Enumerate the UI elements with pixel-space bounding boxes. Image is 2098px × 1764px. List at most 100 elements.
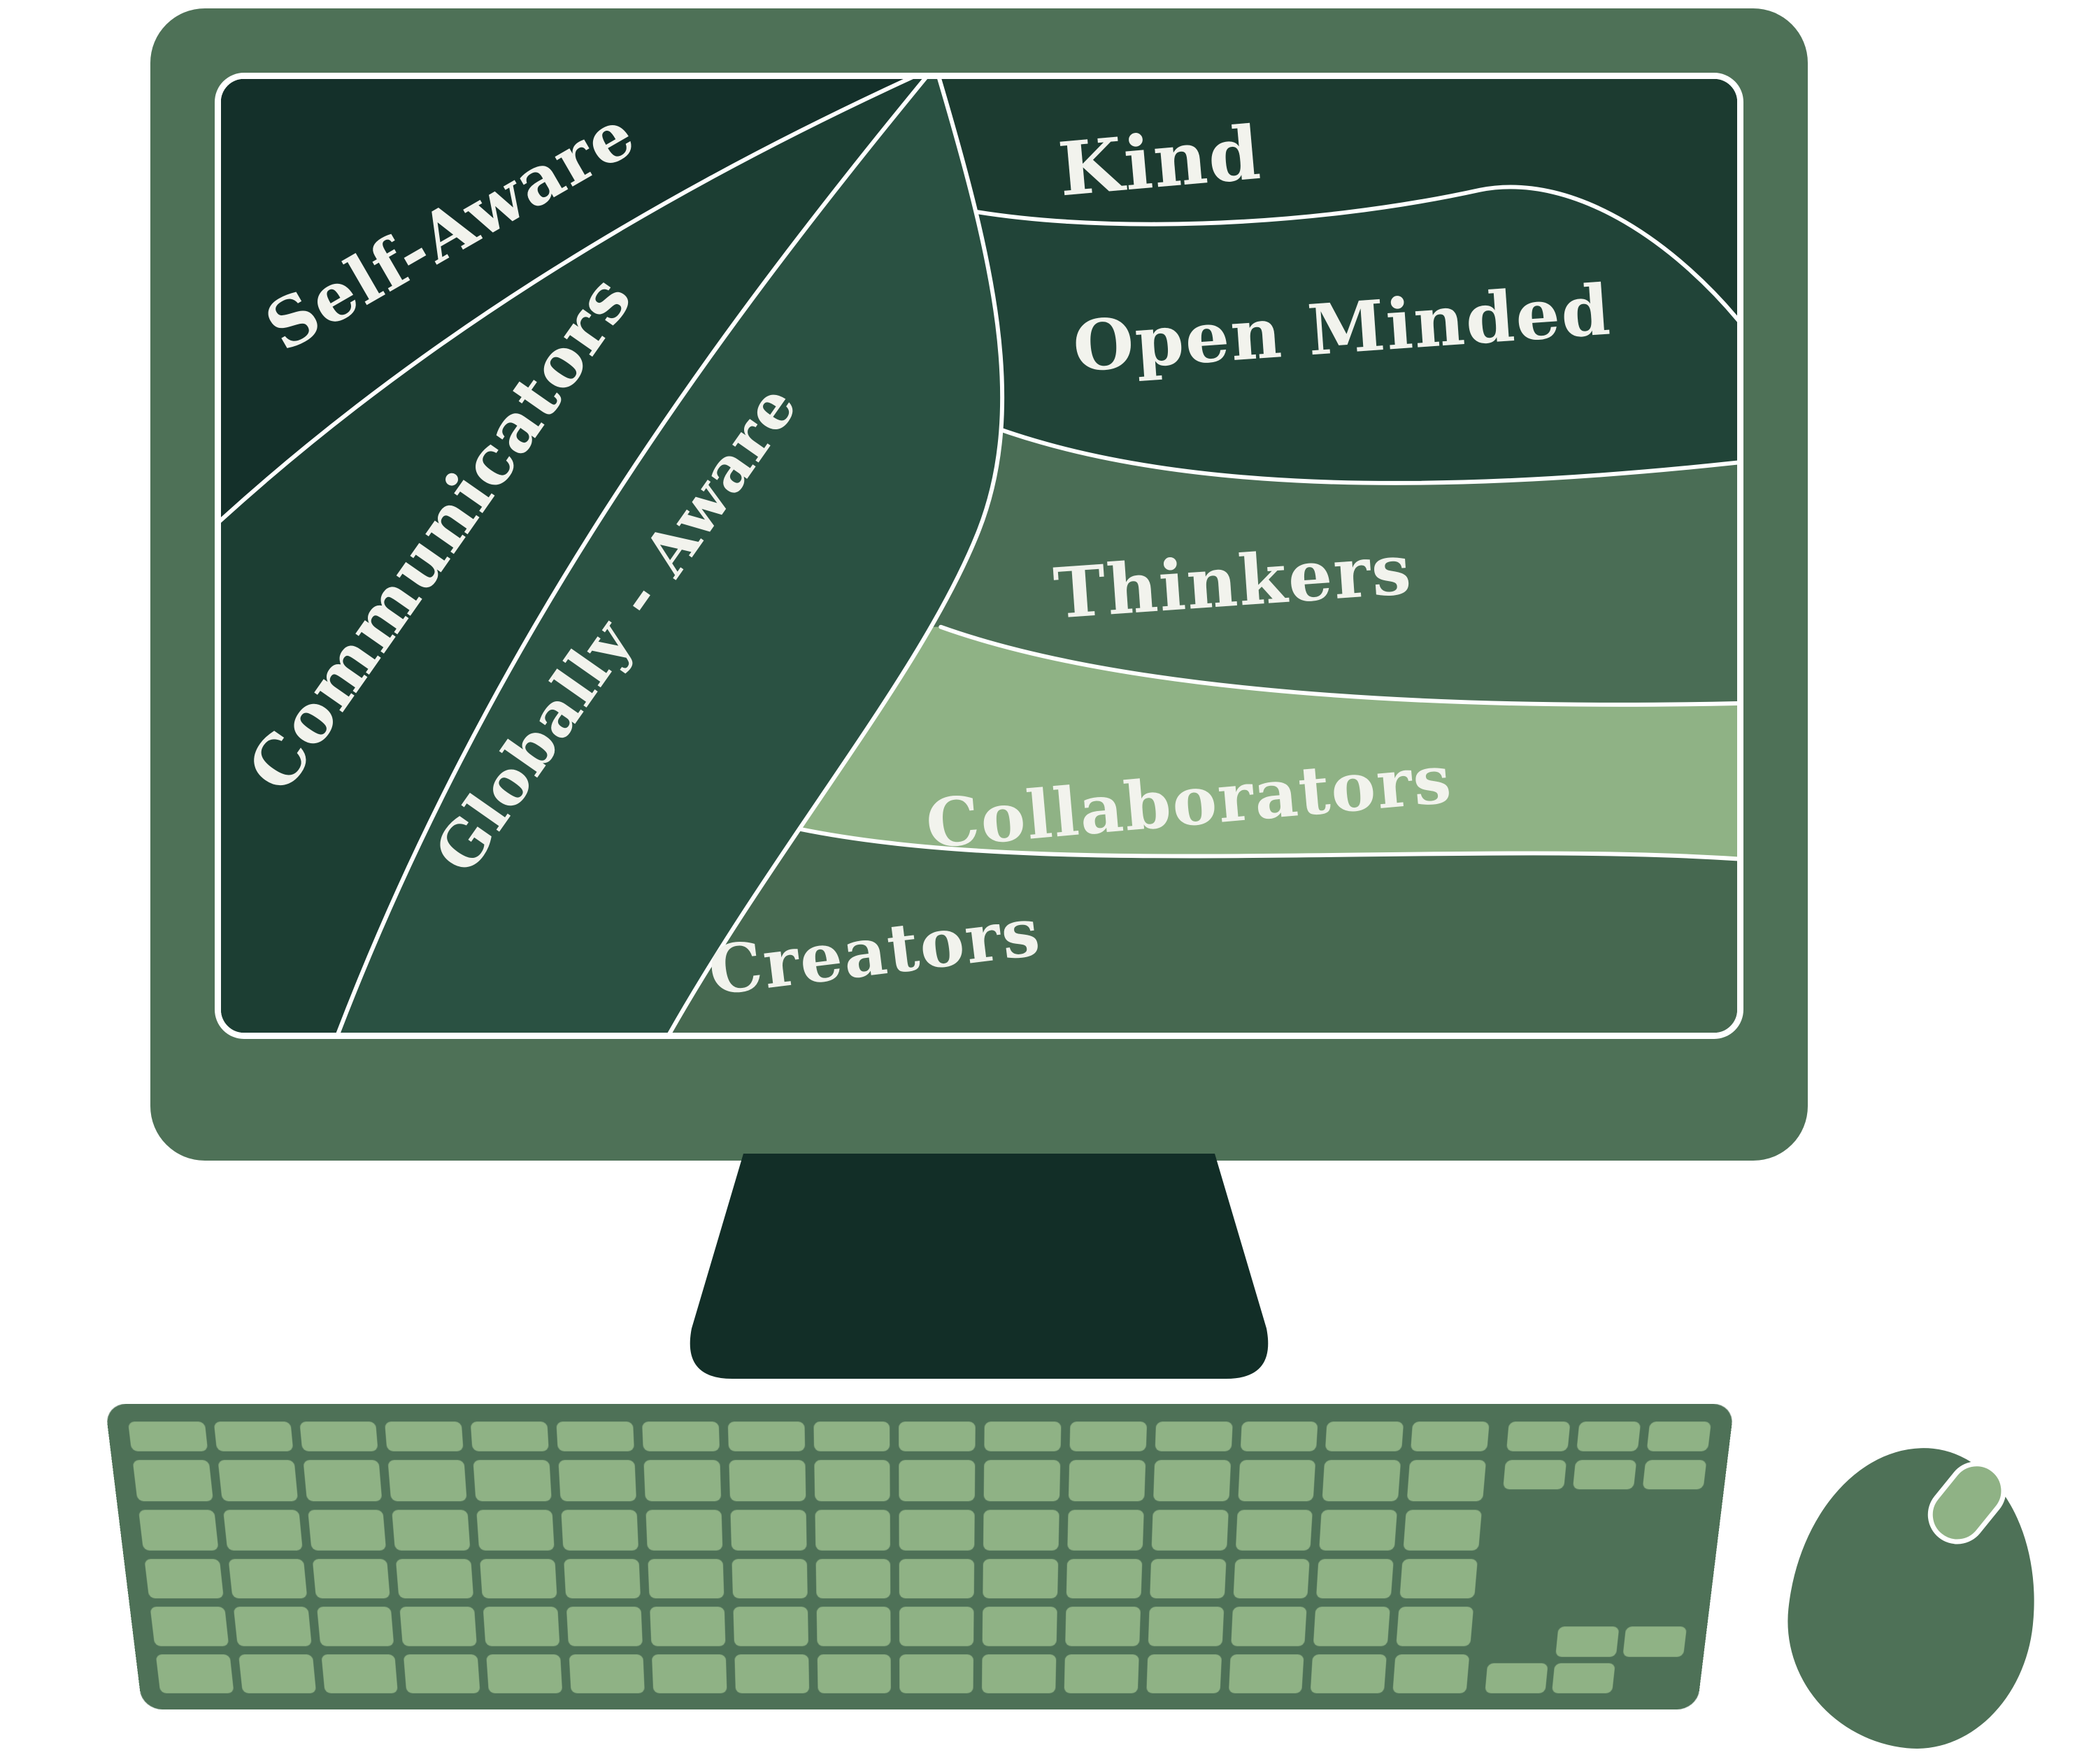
keyboard-key [217, 1460, 298, 1502]
keyboard-key [1555, 1626, 1620, 1657]
keyboard-key [1069, 1421, 1147, 1451]
keyboard-key [1065, 1607, 1141, 1647]
keyboard-side-cluster [1485, 1421, 1711, 1693]
keyboard-key [1313, 1607, 1391, 1647]
keyboard-key [1228, 1654, 1304, 1693]
keyboard-key [566, 1607, 643, 1647]
keyboard-key [816, 1607, 891, 1647]
keyboard-main-keys [128, 1421, 1490, 1693]
keyboard-key [1406, 1460, 1487, 1502]
divider-line [221, 79, 913, 523]
keyboard-key [732, 1558, 808, 1599]
keyboard-key [813, 1460, 890, 1502]
keyboard-key [1325, 1421, 1404, 1451]
keyboard-key [1399, 1558, 1478, 1599]
keyboard-key [138, 1510, 219, 1551]
keyboard-key [1396, 1607, 1474, 1647]
keyboard-key [1642, 1460, 1707, 1490]
keyboard-key [734, 1654, 809, 1693]
keyboard-row [150, 1607, 1474, 1647]
keyboard-key [983, 1460, 1061, 1502]
keyboard-key [983, 1558, 1059, 1599]
divider-line [667, 79, 1005, 1033]
keyboard-row [138, 1510, 1483, 1551]
keyboard-key [556, 1421, 634, 1451]
keyboard-key [1392, 1654, 1470, 1693]
keyboard-key [1151, 1510, 1229, 1551]
keyboard-arrow-keys [1485, 1626, 1687, 1693]
keyboard-key [569, 1654, 645, 1693]
divider-line [336, 79, 928, 1033]
keyboard-key [144, 1558, 224, 1599]
segment-label-kind: Kind [1055, 109, 1265, 213]
keyboard-key [1319, 1510, 1398, 1551]
keyboard-key [312, 1558, 391, 1599]
keyboard-key [1551, 1663, 1615, 1693]
keyboard-key [399, 1607, 478, 1647]
keyboard-key [1153, 1460, 1231, 1502]
keyboard-key [899, 1510, 975, 1551]
keyboard-key [982, 1654, 1057, 1693]
keyboard-key [564, 1558, 641, 1599]
keyboard-key [983, 1510, 1059, 1551]
keyboard-key [1240, 1421, 1318, 1451]
keyboard-key [486, 1654, 563, 1693]
keyboard-key [228, 1558, 307, 1599]
monitor-stand [690, 1154, 1269, 1379]
keyboard-key [238, 1654, 316, 1693]
keyboard-key [476, 1510, 555, 1551]
keyboard-key [1146, 1654, 1222, 1693]
keyboard-key [1506, 1421, 1571, 1451]
keyboard-key [1066, 1558, 1143, 1599]
keyboard-key [1572, 1460, 1637, 1490]
monitor: Self-Aware Communicators Globally - Awar… [150, 8, 1808, 1161]
keyboard-key [303, 1460, 383, 1502]
keyboard-key [233, 1607, 312, 1647]
keyboard-key [648, 1558, 725, 1599]
keyboard-key [150, 1607, 229, 1647]
keyboard-key [1064, 1654, 1139, 1693]
keyboard-key [392, 1510, 471, 1551]
keyboard-key [813, 1421, 890, 1451]
keyboard-key [385, 1421, 464, 1451]
keyboard-function-row [128, 1421, 1490, 1451]
keyboard-key [727, 1421, 805, 1451]
keyboard-key [307, 1510, 387, 1551]
keyboard-key [1235, 1510, 1313, 1551]
keyboard-key [1485, 1663, 1548, 1693]
divider-line [949, 185, 1737, 322]
keyboard-key [1148, 1607, 1224, 1647]
segment-communicators [221, 79, 925, 1033]
divider-line [939, 624, 1737, 707]
keyboard-key [1322, 1460, 1401, 1502]
segment-globally-aware [338, 79, 1003, 1033]
keyboard-key [1155, 1421, 1233, 1451]
keyboard-key [132, 1460, 213, 1502]
keyboard-nav-keys [1503, 1421, 1711, 1490]
keyboard-key [899, 1421, 976, 1451]
keyboard-key [899, 1460, 976, 1502]
keyboard-key [1310, 1654, 1387, 1693]
monitor-stand-shape [690, 1154, 1269, 1379]
keyboard-key [561, 1510, 638, 1551]
keyboard-key [814, 1510, 891, 1551]
keyboard-key [1067, 1510, 1144, 1551]
keyboard-row [144, 1558, 1478, 1599]
keyboard-key [729, 1460, 806, 1502]
monitor-screen: Self-Aware Communicators Globally - Awar… [215, 73, 1743, 1039]
keyboard-key [1622, 1626, 1687, 1657]
segment-self-aware [221, 79, 908, 520]
divider-line [768, 820, 1737, 861]
keyboard-key [222, 1510, 303, 1551]
divider-line [970, 417, 1737, 485]
keyboard-key [1503, 1460, 1567, 1490]
keyboard-key [316, 1607, 394, 1647]
keyboard-row [155, 1654, 1470, 1693]
keyboard-key [650, 1607, 726, 1647]
keyboard-key [817, 1654, 892, 1693]
keyboard-key [1316, 1558, 1394, 1599]
keyboard-key [1149, 1558, 1227, 1599]
keyboard-key [1230, 1607, 1307, 1647]
keyboard-key [641, 1421, 720, 1451]
keyboard-key [1403, 1510, 1483, 1551]
